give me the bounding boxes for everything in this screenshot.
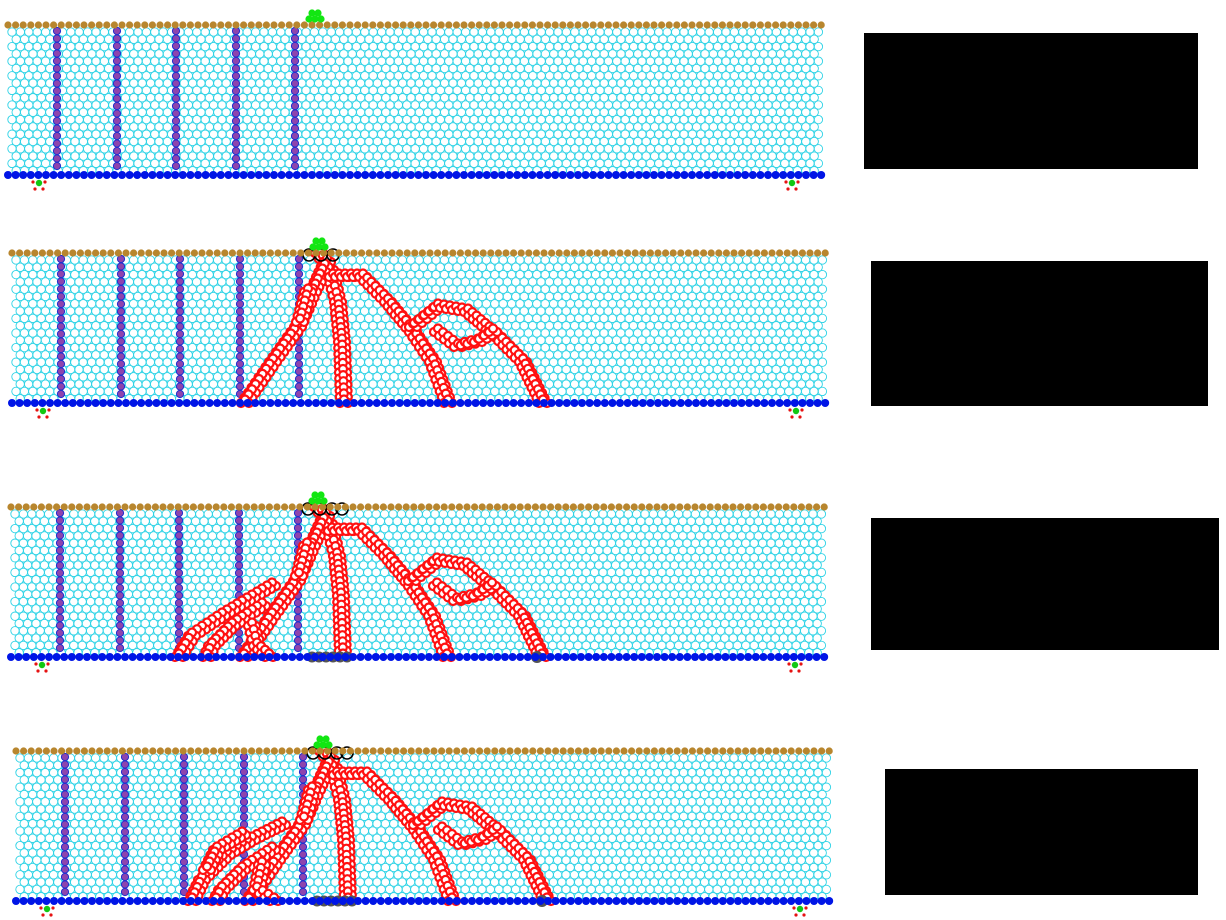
beam-simulation-2 <box>8 237 830 419</box>
beam-simulation-3 <box>7 491 829 673</box>
bottom-reinforcement <box>7 653 829 661</box>
beam-panel-2 <box>8 232 834 422</box>
stirrup-1 <box>56 254 66 399</box>
crack-band-7 <box>169 577 282 663</box>
beam-panel-1 <box>4 4 830 196</box>
crack-band-6 <box>289 537 317 582</box>
crack-pattern <box>235 244 553 409</box>
crack-band-5 <box>432 821 507 851</box>
concrete-matrix <box>10 509 827 658</box>
top-layer <box>12 747 833 755</box>
stirrup-1 <box>55 508 65 653</box>
top-layer <box>8 249 829 257</box>
support-marker-icon-right <box>787 661 803 673</box>
concrete-matrix <box>7 27 824 176</box>
support-marker-icon-right <box>784 179 800 191</box>
bottom-reinforcement <box>12 897 834 905</box>
crack-band-5 <box>427 577 502 607</box>
stirrup-2 <box>116 254 126 399</box>
load-marker-icon <box>308 491 328 505</box>
support-marker-icon-left <box>39 905 55 917</box>
crack-pattern <box>169 498 552 663</box>
bottom-reinforcement <box>8 399 830 407</box>
stirrup-3 <box>179 752 189 897</box>
crack-band-3 <box>323 268 458 409</box>
stirrup-5 <box>290 26 300 171</box>
stirrup-3 <box>171 26 181 171</box>
load-marker-icon <box>309 237 329 251</box>
beam-simulation-4 <box>12 735 834 917</box>
load-marker-icon <box>305 9 325 23</box>
black-box-1 <box>864 33 1198 169</box>
crack-band-10 <box>197 826 252 876</box>
beam-panel-4 <box>12 730 838 920</box>
stirrup-2 <box>115 508 125 653</box>
crack-band-4 <box>402 552 552 663</box>
stirrup-reinforcement <box>52 26 300 171</box>
load-marker-icon <box>313 735 333 749</box>
stirrup-2 <box>112 26 122 171</box>
stirrup-1 <box>60 752 70 897</box>
black-box-2 <box>871 261 1208 406</box>
support-marker-icon-right <box>792 905 808 917</box>
crack-band-8 <box>197 597 272 663</box>
crack-band-5 <box>428 323 503 353</box>
beam-panel-3 <box>7 486 833 676</box>
top-layer <box>4 21 825 29</box>
stirrup-1 <box>52 26 62 171</box>
support-marker-icon-left <box>35 407 51 419</box>
crack-band-6 <box>290 283 318 328</box>
black-box-4 <box>885 769 1198 895</box>
stirrup-4 <box>231 26 241 171</box>
black-box-3 <box>871 518 1219 650</box>
support-marker-icon-left <box>34 661 50 673</box>
support-marker-icon-left <box>31 179 47 191</box>
top-layer <box>7 503 828 511</box>
crack-band-2 <box>235 253 337 409</box>
support-marker-icon-right <box>788 407 804 419</box>
bottom-reinforcement <box>4 171 826 179</box>
stirrup-4 <box>235 254 245 399</box>
stirrup-2 <box>120 752 130 897</box>
stirrup-3 <box>175 254 185 399</box>
stirrup-3 <box>174 508 184 653</box>
beam-simulation-1 <box>4 9 826 191</box>
crack-band-6 <box>294 781 322 826</box>
